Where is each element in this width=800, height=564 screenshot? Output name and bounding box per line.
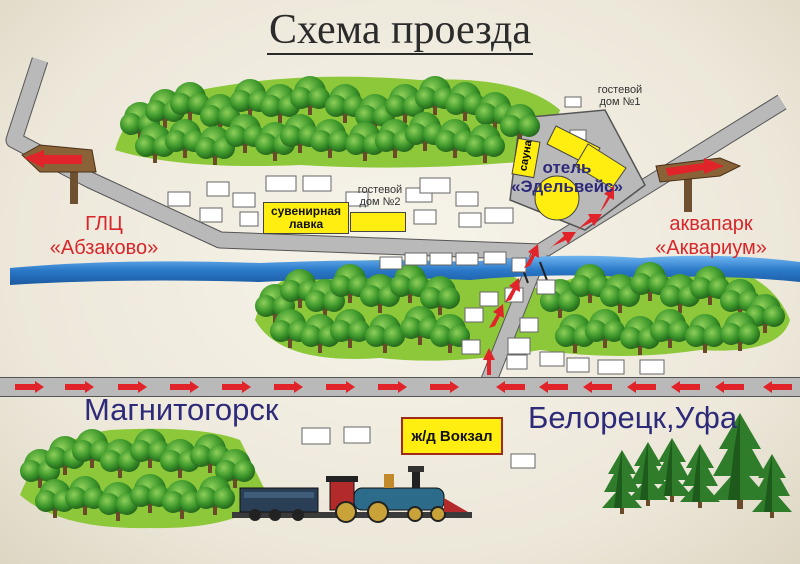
hotel-label: отель «Эдельвейс»	[511, 158, 623, 196]
direction-west-label: Магнитогорск	[84, 392, 279, 427]
houses	[167, 96, 665, 469]
glc-label: ГЛЦ «Абзаково»	[49, 213, 159, 259]
guest-house-2	[350, 212, 406, 232]
direction-east-label: Белорецк,Уфа	[528, 400, 738, 435]
guest-house-2-label: гостевой дом №2	[357, 184, 403, 208]
highway-arrows	[15, 381, 792, 393]
page-title: Схема проезда	[266, 7, 534, 55]
train	[232, 466, 472, 523]
railway-station: ж/д Вокзал	[401, 417, 503, 455]
signpost-glc	[21, 144, 97, 204]
guest-house-1-label: гостевой дом №1	[597, 84, 643, 108]
signpost-aquapark	[655, 157, 742, 212]
souvenir-shop: сувенирная лавка	[263, 202, 349, 234]
route-arrows	[483, 186, 614, 375]
hotel-complex	[511, 125, 627, 221]
aquapark-label: аквапарк «Аквариум»	[655, 213, 767, 259]
